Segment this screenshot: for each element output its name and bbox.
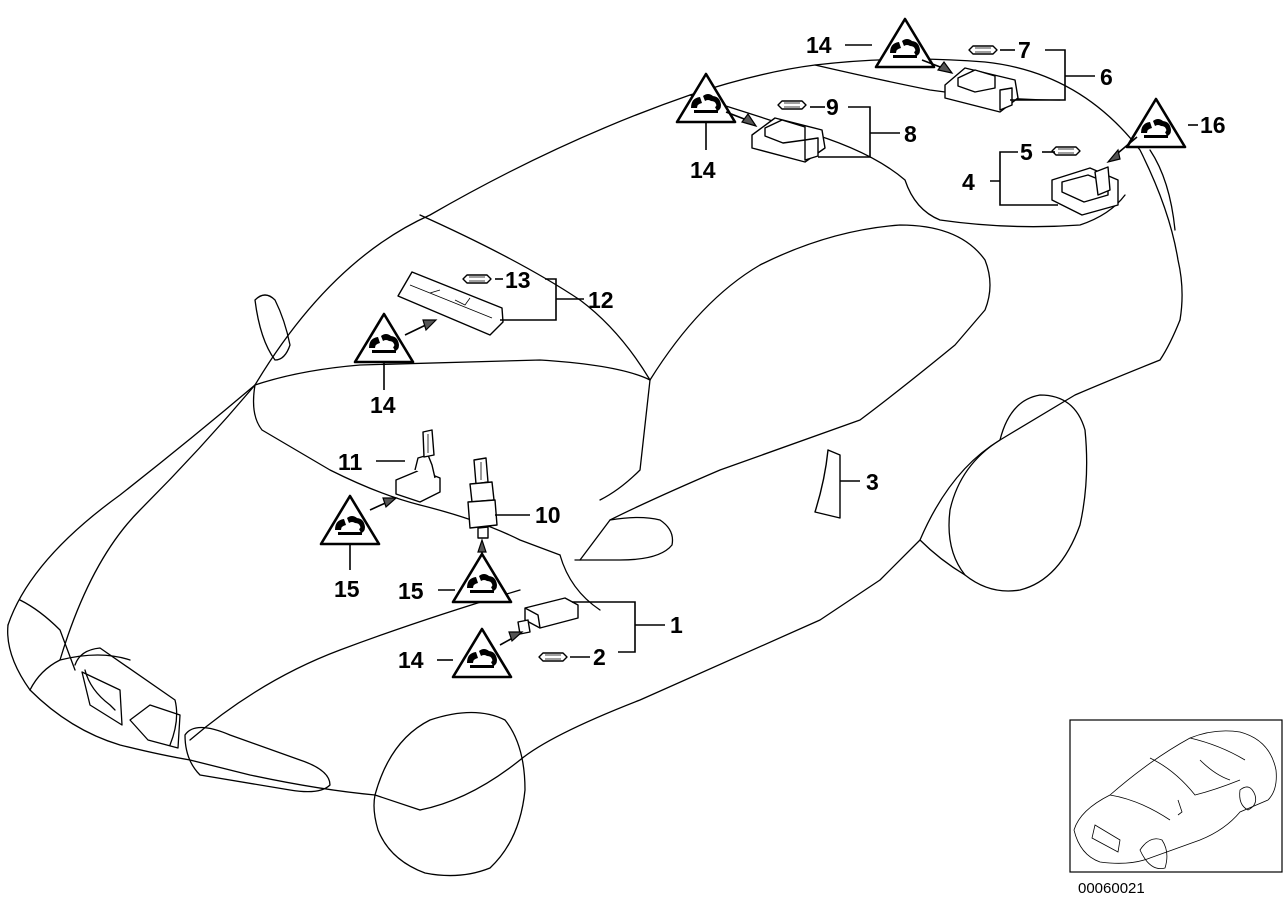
callout-6: 6 (1100, 64, 1113, 90)
part-5-bulb (1051, 146, 1081, 156)
part-13-bulb (462, 274, 492, 284)
callout-14-front: 14 (370, 392, 396, 418)
thumbnail-inset (1069, 719, 1283, 873)
warning-triangle-15-left (319, 494, 381, 546)
warning-triangle-14-bottom (451, 627, 513, 679)
part-12-front-interior-light (397, 271, 504, 336)
part-11-door-switch (395, 429, 441, 503)
part-1-light-housing (517, 597, 579, 635)
callout-8: 8 (904, 121, 917, 147)
warning-triangle-14-front (353, 312, 415, 364)
callout-14-bottom: 14 (398, 647, 424, 673)
part-10-brake-switch (467, 457, 498, 539)
warning-triangle-14-mid (675, 72, 737, 124)
callout-9: 9 (826, 94, 839, 120)
callout-3: 3 (866, 469, 879, 495)
callout-4: 4 (962, 169, 975, 195)
part-7-bulb (968, 45, 998, 55)
part-2-bulb (538, 652, 568, 662)
callout-15-left: 15 (334, 576, 360, 602)
part-4-trunk-light (1051, 166, 1119, 216)
callout-7: 7 (1018, 37, 1031, 63)
warning-triangle-15-mid (451, 552, 513, 604)
callout-12: 12 (588, 287, 614, 313)
callout-10: 10 (535, 502, 561, 528)
callout-14-mid: 14 (690, 157, 716, 183)
part-3-warning-label (814, 449, 841, 519)
warning-triangle-16 (1125, 97, 1187, 149)
callout-2: 2 (593, 644, 606, 670)
callout-16: 16 (1200, 112, 1226, 138)
car-outline (7, 58, 1183, 877)
callout-11: 11 (338, 449, 363, 475)
callout-5: 5 (1020, 139, 1033, 165)
callout-15-mid: 15 (398, 578, 424, 604)
part-8-interior-light (751, 117, 826, 163)
warning-triangle-14-top (874, 17, 936, 69)
callout-13: 13 (505, 267, 531, 293)
callout-14-top: 14 (806, 32, 832, 58)
part-9-bulb (777, 100, 807, 110)
part-6-rear-interior-light (944, 67, 1019, 113)
callout-1: 1 (670, 612, 683, 638)
drawing-code: 00060021 (1078, 880, 1145, 897)
